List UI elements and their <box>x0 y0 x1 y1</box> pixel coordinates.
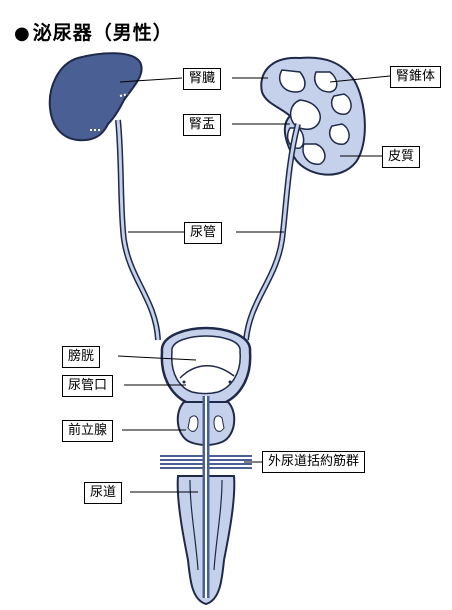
label-cortex: 皮質 <box>382 146 421 168</box>
title-bullet: ● <box>14 23 31 44</box>
label-renal-pyramid: 腎錐体 <box>390 66 442 88</box>
diagram-title: ●泌尿器（男性） <box>14 18 173 45</box>
left-kidney <box>48 52 143 142</box>
leader-lines <box>117 75 391 493</box>
label-external-sphincter: 外尿道括約筋群 <box>262 451 366 473</box>
label-ureter: 尿管 <box>184 222 223 244</box>
label-urethra: 尿道 <box>84 482 123 504</box>
label-prostate: 前立腺 <box>62 420 114 442</box>
trigone-fold <box>179 365 235 379</box>
label-renal-pelvis: 腎盂 <box>183 114 222 136</box>
left-kidney-hilum-marks <box>90 93 129 131</box>
label-bladder: 膀胱 <box>62 346 101 368</box>
label-kidney: 腎臓 <box>183 68 222 90</box>
title-text: 泌尿器（男性） <box>32 22 173 44</box>
label-ureteral-orifice: 尿管口 <box>62 375 114 397</box>
bladder-inner <box>171 335 241 395</box>
renal-pelvis <box>289 99 321 130</box>
